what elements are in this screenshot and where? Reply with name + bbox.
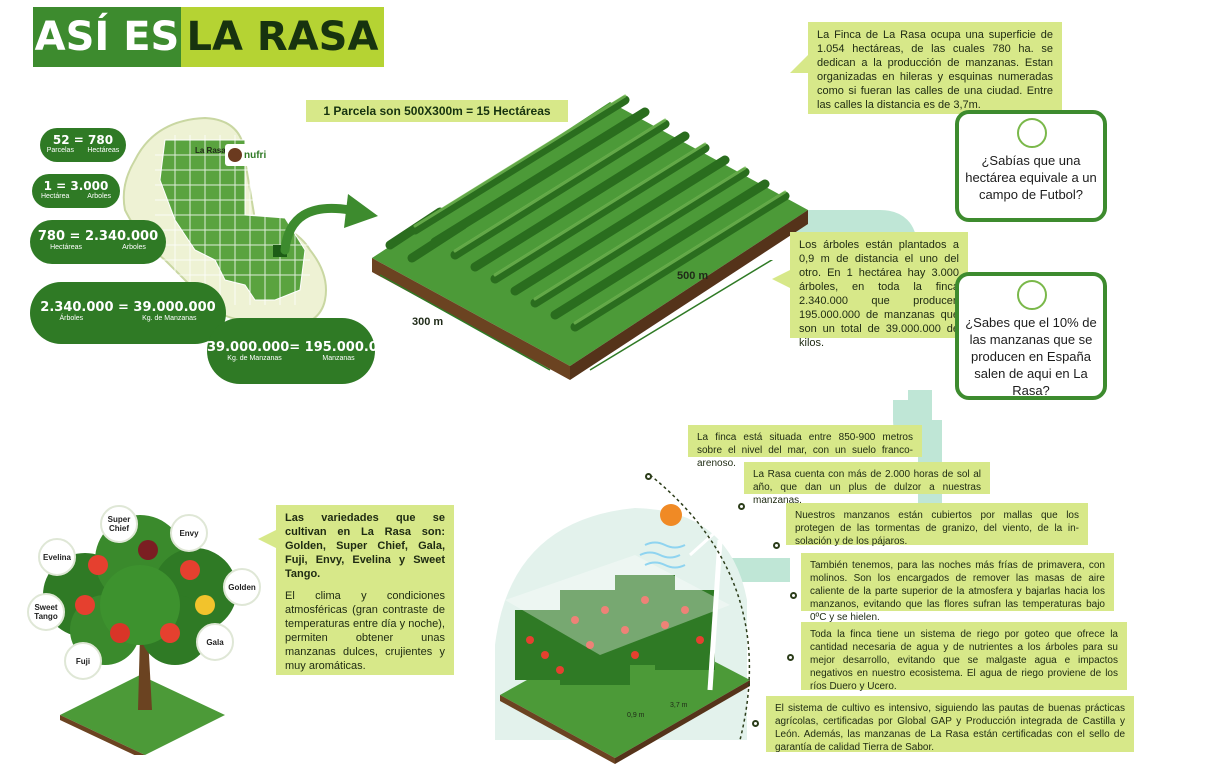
curved-arrow-icon: [280, 194, 378, 255]
feature-altitude: La finca está situada entre 850-900 metr…: [688, 425, 922, 469]
tree-gap-label: 0,9 m: [627, 712, 645, 719]
stat-left-unit: Parcelas: [46, 147, 74, 154]
timeline-dot: [752, 720, 759, 727]
stat-value: 39.000.000= 195.000.000: [207, 340, 396, 355]
apple-label-fuji: Fuji: [64, 642, 102, 680]
info-farm-area: La Finca de La Rasa ocupa una superficie…: [808, 22, 1062, 114]
feature-sun-hours: La Rasa cuenta con más de 2.000 horas de…: [744, 462, 990, 506]
info-trees: Los árboles están plantados a 0,9 m de d…: [790, 232, 968, 349]
timeline-dot: [773, 542, 780, 549]
map-place-label: La Rasa: [195, 146, 226, 155]
lightbulb-icon: [1017, 118, 1047, 148]
apple-logo-icon: [228, 148, 242, 162]
stat-right-unit: Kg. de Manzanas: [142, 315, 197, 322]
nufri-logo: nufri: [225, 144, 273, 166]
title-part-1: ASÍ ES: [33, 7, 181, 67]
stat-value: 2.340.000 = 39.000.000: [40, 300, 216, 315]
feature-nets: Nuestros manzanos están cubiertos por ma…: [786, 503, 1088, 547]
callout-pointer: [772, 270, 790, 288]
question-text: ¿Sabías que una hectárea equivale a un c…: [965, 153, 1097, 202]
timeline-dot: [645, 473, 652, 480]
feature-irrigation: Toda la finca tiene un sistema de riego …: [801, 622, 1127, 692]
feature-windmills: También tenemos, para las noches más frí…: [801, 553, 1114, 623]
timeline-dot: [738, 503, 745, 510]
stat-right-unit: Arboles: [122, 244, 146, 251]
apple-label-sweet-tango: Sweet Tango: [27, 593, 65, 631]
stat-value: 52 = 780: [52, 133, 114, 147]
stat-value: 1 = 3.000: [43, 179, 109, 193]
climate-text: El clima y condiciones atmosféricas (gra…: [285, 590, 445, 672]
callout-pointer: [790, 55, 808, 73]
width-label: 500 m: [677, 270, 709, 282]
question-spain-share: ¿Sabes que el 10% de las manzanas que se…: [955, 272, 1107, 400]
stat-right-unit: Arboles: [87, 193, 112, 200]
dimension-lines: [379, 260, 774, 371]
question-text: ¿Sabes que el 10% de las manzanas que se…: [965, 315, 1097, 398]
stat-left-unit: Hectáreas: [50, 244, 82, 251]
timeline-dot: [787, 654, 794, 661]
info-varieties: Las variedades que se cultivan en La Ras…: [276, 505, 454, 675]
lightbulb-icon: [1017, 280, 1047, 310]
varieties-text: Las variedades que se cultivan en La Ras…: [285, 512, 445, 580]
stat-apples: 39.000.000= 195.000.000 Kg. de Manzanas M…: [207, 318, 396, 384]
stat-left-unit: Árboles: [59, 315, 84, 322]
apple-label-envy: Envy: [170, 514, 208, 552]
apple-label-gala: Gala: [196, 623, 234, 661]
apple-label-golden: Golden: [223, 568, 261, 606]
callout-pointer: [258, 530, 276, 548]
stat-kilos: 2.340.000 = 39.000.000 Árboles Kg. de Man…: [30, 282, 226, 344]
orchard-scene: [495, 504, 750, 764]
timeline-dot: [790, 592, 797, 599]
apple-tree: [43, 515, 237, 755]
parcel-caption: 1 Parcela son 500X300m = 15 Hectáreas: [306, 100, 568, 122]
row-gap-label: 3,7 m: [670, 702, 688, 709]
feature-cultivation: El sistema de cultivo es intensivo, sigu…: [766, 696, 1134, 753]
stat-right-unit: Manzanas: [322, 355, 355, 362]
stat-right-unit: Hectáreas: [87, 147, 120, 154]
stat-left-unit: Kg. de Manzanas: [227, 355, 282, 362]
orchard-isometric: [372, 94, 808, 380]
stat-left-unit: Hectárea: [40, 193, 70, 200]
apple-label-super-chief: Super Chief: [100, 505, 138, 543]
stat-value: 780 = 2.340.000: [37, 229, 159, 244]
depth-label: 300 m: [412, 316, 444, 328]
stat-parcels: 52 = 780 Parcelas Hectáreas: [40, 128, 126, 162]
logo-text: nufri: [244, 149, 267, 161]
stat-hectare: 1 = 3.000 Hectárea Arboles: [32, 174, 120, 208]
title-part-2: LA RASA: [181, 7, 384, 67]
apple-label-evelina: Evelina: [38, 538, 76, 576]
stat-trees: 780 = 2.340.000 Hectáreas Arboles: [30, 220, 166, 264]
question-hectare: ¿Sabías que una hectárea equivale a un c…: [955, 110, 1107, 222]
